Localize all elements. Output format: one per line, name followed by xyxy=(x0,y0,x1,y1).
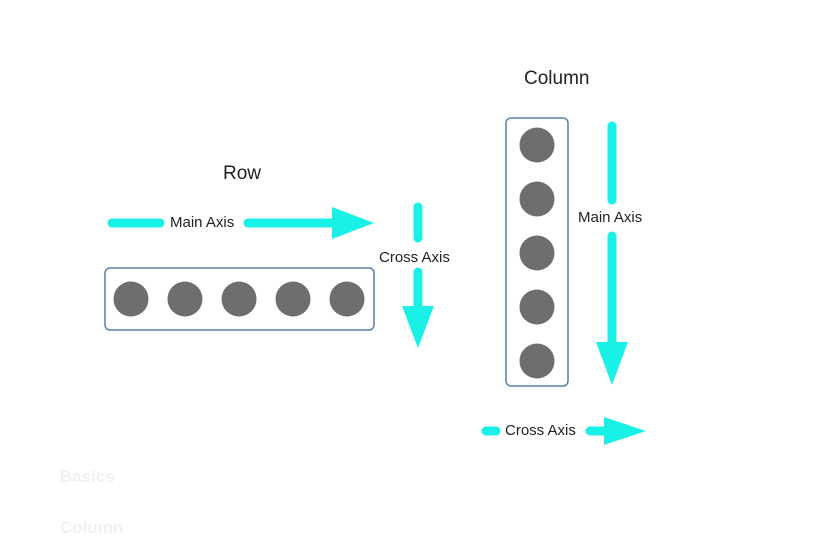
column-item-4 xyxy=(519,289,555,325)
row-title: Row xyxy=(223,163,262,184)
column-item-5 xyxy=(519,343,555,379)
column-main-axis-label: Main Axis xyxy=(578,209,643,226)
column-cross-axis-arrow xyxy=(481,417,646,445)
column-item-2 xyxy=(519,181,555,217)
row-container xyxy=(104,267,375,331)
column-container xyxy=(505,117,569,387)
row-cross-axis-label: Cross Axis xyxy=(379,249,450,266)
row-item-2 xyxy=(167,281,203,317)
background-heading-basics: Basics xyxy=(60,467,115,486)
column-item-1 xyxy=(519,127,555,163)
row-item-1 xyxy=(113,281,149,317)
row-main-axis-label: Main Axis xyxy=(170,214,235,231)
row-item-4 xyxy=(275,281,311,317)
background-heading-column: Column xyxy=(60,518,124,537)
row-item-3 xyxy=(221,281,257,317)
column-title: Column xyxy=(524,68,590,89)
column-items xyxy=(519,127,555,379)
row-item-5 xyxy=(329,281,365,317)
row-main-axis-arrow xyxy=(107,207,374,239)
row-items xyxy=(113,281,365,317)
column-item-3 xyxy=(519,235,555,271)
column-cross-axis-label: Cross Axis xyxy=(505,422,576,439)
column-main-axis-arrow xyxy=(596,121,628,385)
row-cross-axis-arrow xyxy=(402,202,434,348)
